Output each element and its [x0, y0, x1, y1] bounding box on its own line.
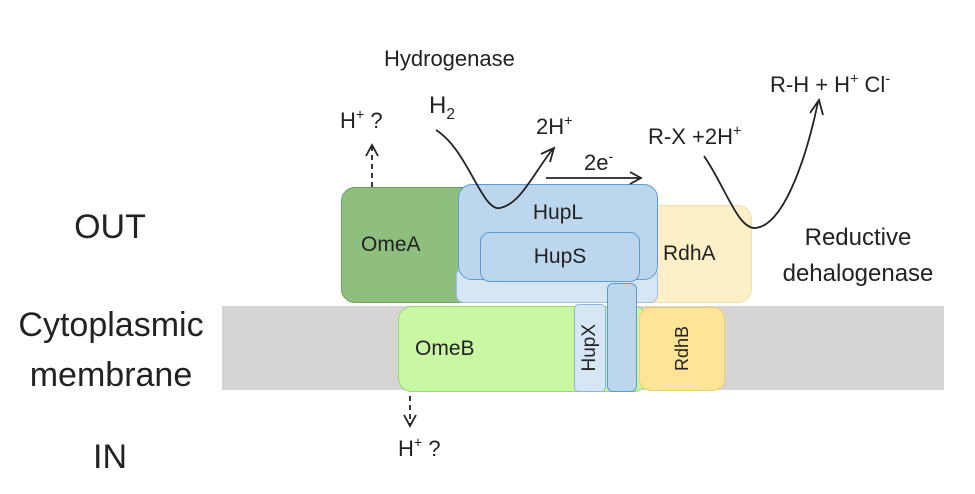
- omeb-label: OmeB: [415, 337, 475, 360]
- two-protons-label: 2H+: [536, 114, 572, 140]
- product-label: R-H + H+ Cl-: [770, 72, 890, 98]
- hups-label: HupS: [533, 245, 587, 268]
- h2-base: H: [429, 92, 447, 119]
- reductive-dehalogenase-line2: dehalogenase: [782, 260, 934, 287]
- proton-out-base: H: [340, 108, 356, 133]
- electron-transfer-arrowhead: [629, 171, 643, 185]
- hydrogenase-label: Hydrogenase: [384, 46, 515, 71]
- h2-oxidation-arrow: [435, 129, 553, 209]
- region-label-membrane-line1: Cytoplasmic: [18, 306, 204, 344]
- hupx-protein: HupX: [574, 304, 606, 392]
- substrate-label: R-X +2H+: [648, 124, 741, 150]
- proton-in-arrowhead: [403, 414, 417, 428]
- region-label-out: OUT: [74, 208, 146, 246]
- region-label-membrane-line2: membrane: [29, 356, 193, 394]
- region-label-in: IN: [93, 438, 127, 476]
- substrate-base: R-X +2H: [648, 124, 733, 149]
- rdha-label: RdhA: [663, 242, 716, 265]
- proton-out-question: ?: [364, 108, 383, 133]
- substrate-sup: +: [732, 123, 742, 140]
- product-chloride: Cl: [858, 72, 886, 97]
- h2-label: H2: [429, 92, 456, 123]
- proton-in-question: ?: [422, 436, 441, 461]
- hydrogenase-membrane-anchor: [607, 283, 637, 392]
- omea-label: OmeA: [361, 233, 421, 256]
- rdhb-protein: RdhB: [639, 307, 725, 391]
- proton-out-arrowhead: [365, 143, 379, 157]
- product-sup-proton: +: [850, 71, 859, 88]
- dehalogenation-arrowhead: [809, 97, 824, 116]
- dehalogenation-arrow: [703, 101, 819, 229]
- proton-in-base: H: [398, 436, 414, 461]
- proton-out-sup: +: [355, 107, 365, 124]
- electrons-base: 2e: [584, 150, 609, 175]
- two-protons-base: 2H: [536, 114, 565, 139]
- proton-in-label: H+ ?: [398, 436, 441, 462]
- electrons-sup: -: [608, 149, 614, 166]
- h2-oxidation-arrowhead: [540, 146, 556, 163]
- proton-out-label: H+ ?: [340, 108, 383, 134]
- product-sup-chloride: -: [885, 71, 891, 88]
- two-protons-sup: +: [564, 113, 573, 130]
- electrons-label: 2e-: [584, 150, 613, 176]
- h2-sub: 2: [446, 105, 456, 123]
- hups-protein: HupS: [480, 232, 640, 282]
- product-base: R-H + H: [770, 72, 851, 97]
- reductive-dehalogenase-line1: Reductive: [804, 224, 912, 251]
- proton-in-sup: +: [413, 435, 423, 452]
- hupl-label: HupL: [532, 201, 584, 224]
